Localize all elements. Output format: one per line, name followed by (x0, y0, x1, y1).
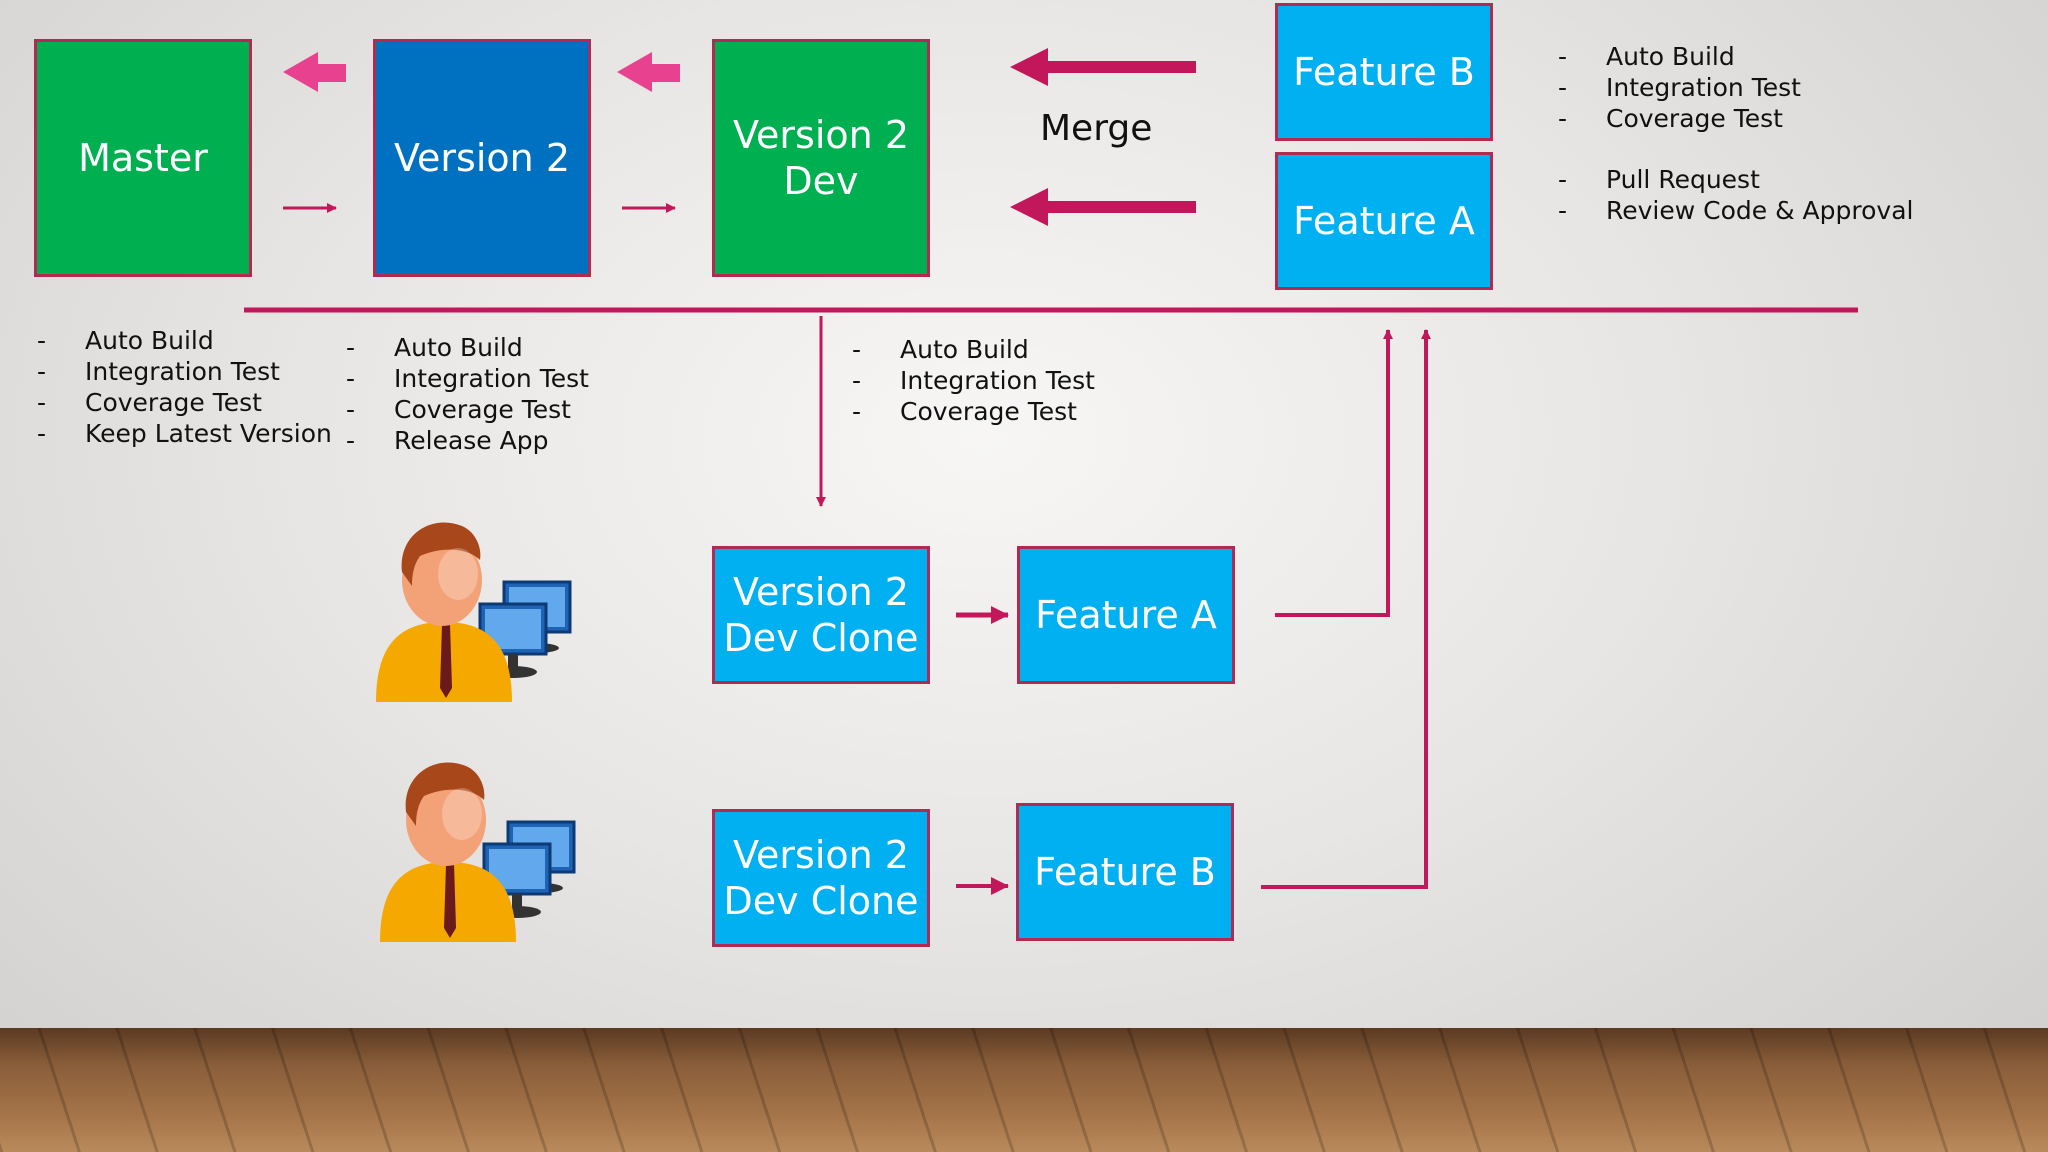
version2-dev-box: Version 2 Dev (712, 39, 930, 277)
clone2-label: Version 2 Dev Clone (723, 833, 919, 923)
note-item: Auto Build (1558, 41, 1801, 72)
notes-dev: Auto Build Integration Test Coverage Tes… (852, 334, 1095, 427)
note-item: Pull Request (1558, 164, 1913, 195)
feature-b-top-label: Feature B (1293, 50, 1475, 94)
note-item: Coverage Test (1558, 103, 1801, 134)
feature-a-top-box: Feature A (1275, 152, 1493, 290)
note-item: Coverage Test (852, 396, 1095, 427)
note-item: Integration Test (1558, 72, 1801, 103)
merge-arrow-bottom (1010, 188, 1196, 226)
arrow-feature-b-pr (1261, 329, 1431, 889)
arrow-to-version2 (617, 52, 680, 92)
feature-a-low-box: Feature A (1017, 546, 1235, 684)
notes-master: Auto Build Integration Test Coverage Tes… (37, 325, 332, 449)
feature-b-top-box: Feature B (1275, 3, 1493, 141)
note-item: Auto Build (37, 325, 332, 356)
feature-a-top-label: Feature A (1293, 199, 1475, 243)
merge-arrow-top (1010, 48, 1196, 86)
clone2-box: Version 2 Dev Clone (712, 809, 930, 947)
merge-label: Merge (1040, 108, 1153, 149)
note-item: Auto Build (346, 332, 589, 363)
note-item: Auto Build (852, 334, 1095, 365)
developer-icon (376, 522, 572, 702)
note-item: Release App (346, 425, 589, 456)
clone1-box: Version 2 Dev Clone (712, 546, 930, 684)
notes-feature-checks: Auto Build Integration Test Coverage Tes… (1558, 41, 1801, 134)
note-item: Integration Test (37, 356, 332, 387)
note-item: Integration Test (346, 363, 589, 394)
developer-icon (380, 762, 576, 942)
master-box: Master (34, 39, 252, 277)
feature-b-low-label: Feature B (1034, 850, 1216, 894)
note-item: Coverage Test (346, 394, 589, 425)
note-item: Integration Test (852, 365, 1095, 396)
note-item: Review Code & Approval (1558, 195, 1913, 226)
note-item: Coverage Test (37, 387, 332, 418)
notes-version2: Auto Build Integration Test Coverage Tes… (346, 332, 589, 456)
feature-b-low-box: Feature B (1016, 803, 1234, 941)
master-label: Master (78, 136, 208, 180)
version2-dev-label: Version 2 Dev (733, 113, 909, 203)
wooden-floor (0, 1028, 2048, 1152)
clone1-label: Version 2 Dev Clone (723, 570, 919, 660)
arrow-feature-a-pr (1275, 329, 1393, 617)
arrow-to-master (283, 52, 346, 92)
version2-box: Version 2 (373, 39, 591, 277)
version2-label: Version 2 (394, 136, 570, 180)
feature-a-low-label: Feature A (1035, 593, 1217, 637)
note-item: Keep Latest Version (37, 418, 332, 449)
notes-feature-review: Pull Request Review Code & Approval (1558, 164, 1913, 226)
